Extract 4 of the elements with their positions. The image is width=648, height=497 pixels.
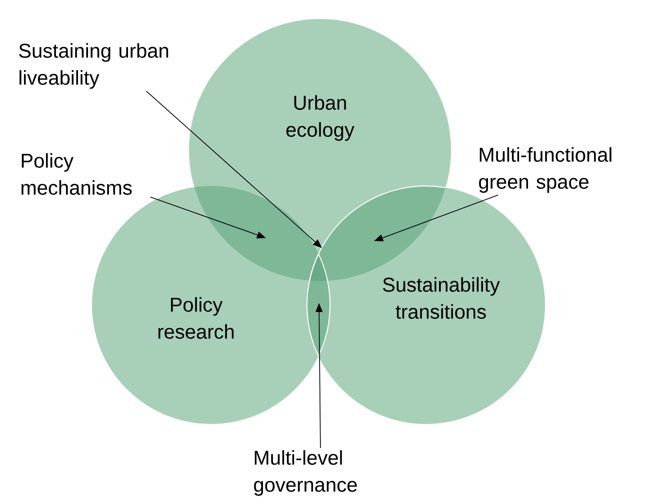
callout-text: Multi-level governance [254, 450, 357, 496]
callout-text: Multi-functional green space [479, 147, 612, 193]
callout-text: Sustaining urban liveability [19, 43, 168, 89]
callout-text: Policy mechanisms [22, 153, 132, 195]
